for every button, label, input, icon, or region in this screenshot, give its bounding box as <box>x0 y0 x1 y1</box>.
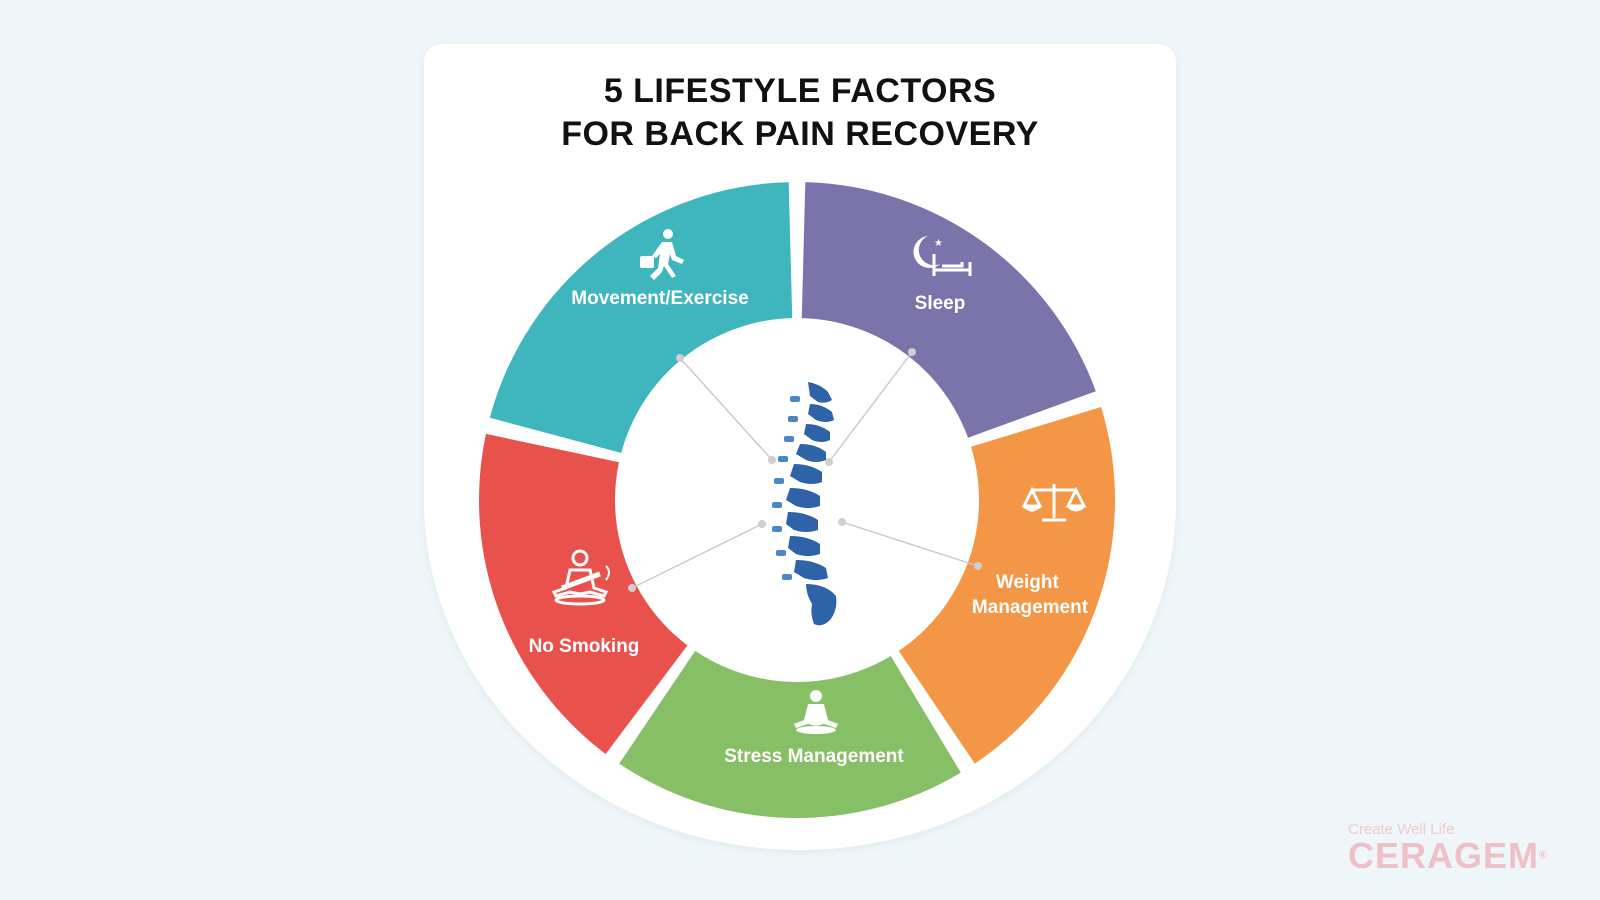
brand-tagline: Create Well Life <box>1348 821 1455 838</box>
moon-bed-icon: ★ <box>913 236 972 276</box>
connector-dots <box>628 348 982 592</box>
label-movement: Movement/Exercise <box>571 288 748 309</box>
factor-wheel <box>479 182 1116 818</box>
connector-lines <box>631 351 979 589</box>
label-smoking: No Smoking <box>529 636 640 657</box>
label-sleep: Sleep <box>915 293 966 314</box>
page-title: 5 LIFESTYLE FACTORS FOR BACK PAIN RECOVE… <box>424 70 1176 156</box>
connector-smoking <box>631 523 763 589</box>
meditation-icon <box>794 690 838 734</box>
title-line-1: 5 LIFESTYLE FACTORS <box>603 72 997 110</box>
segment-movement <box>489 182 793 455</box>
walking-person-icon <box>640 229 684 280</box>
connector-dot <box>758 520 766 528</box>
connector-dot <box>768 456 776 464</box>
spine-icon <box>772 382 837 626</box>
segment-weight <box>894 407 1116 764</box>
brand-name: CERAGEM® <box>1348 835 1548 876</box>
connector-weight <box>841 521 979 567</box>
connector-dot <box>974 562 982 570</box>
brand-logo: Create Well Life CERAGEM® <box>1348 822 1568 874</box>
segment-stress <box>619 644 961 818</box>
connector-dot <box>838 518 846 526</box>
connector-dot <box>628 584 636 592</box>
connector-dot <box>908 348 916 356</box>
segment-sleep <box>801 182 1096 441</box>
no-smoking-meditation-icon <box>551 549 610 606</box>
connector-dot <box>676 354 684 362</box>
label-stress: Stress Management <box>724 746 904 767</box>
connector-movement <box>679 357 773 461</box>
title-line-2: FOR BACK PAIN RECOVERY <box>561 115 1039 153</box>
svg-text:★: ★ <box>934 238 943 249</box>
connector-sleep <box>828 351 913 463</box>
balance-scale-icon <box>1021 484 1087 522</box>
connector-dot <box>825 458 833 466</box>
segment-labels: Movement/Exercise Sleep Weight Managemen… <box>529 288 1089 767</box>
label-weight: Weight Management <box>972 572 1089 618</box>
